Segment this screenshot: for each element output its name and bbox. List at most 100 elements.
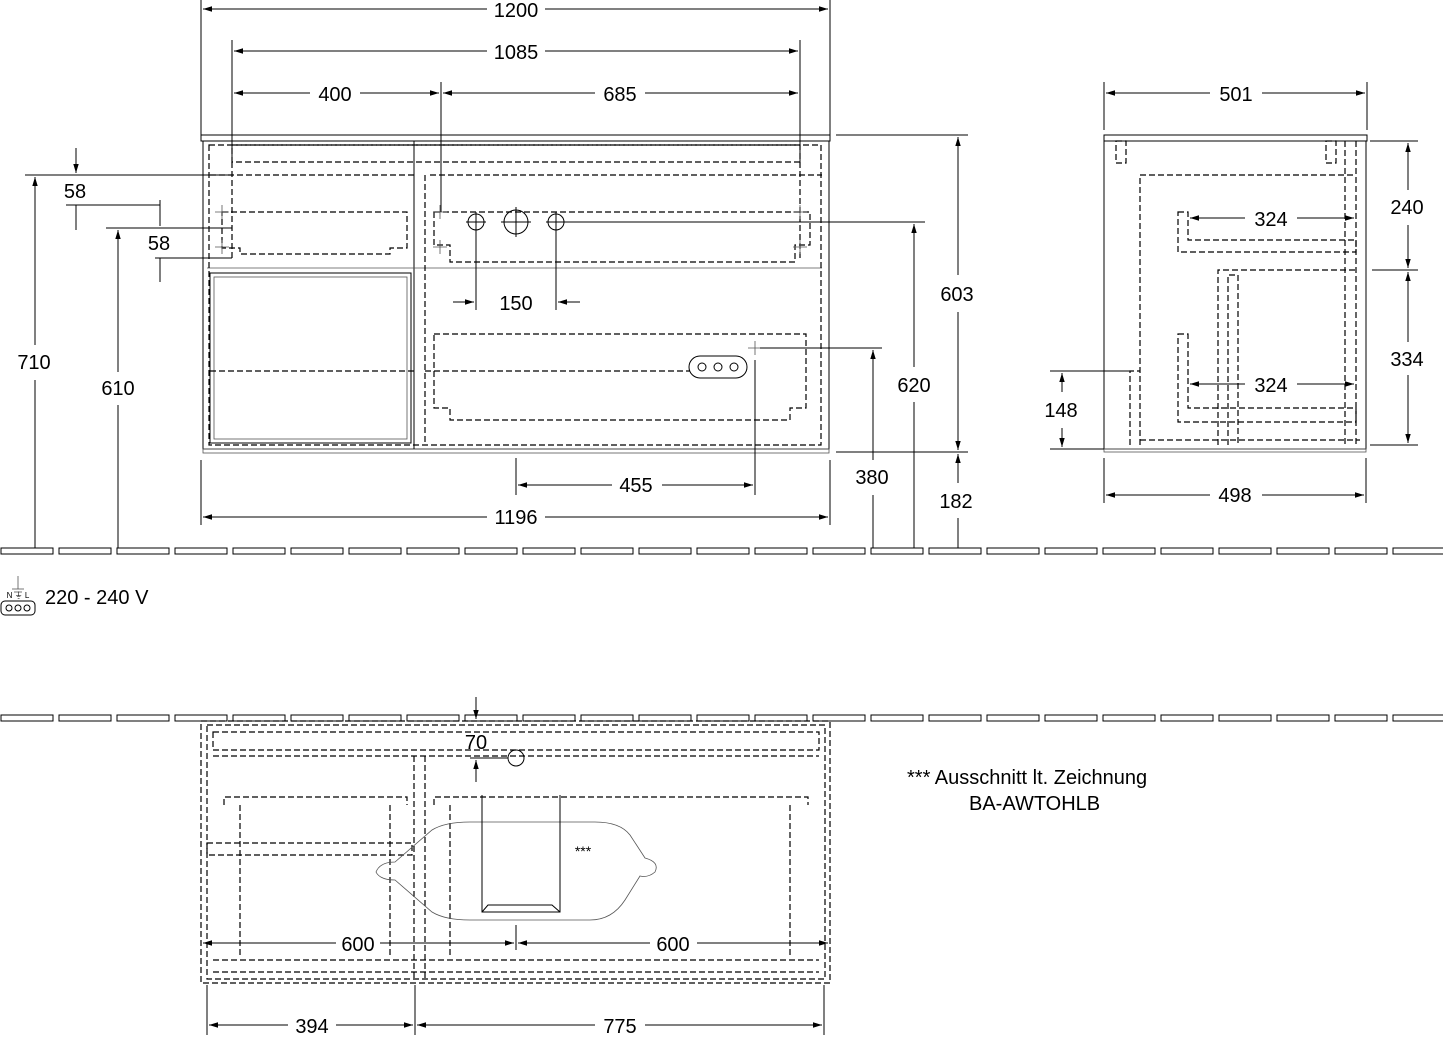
hatch-segment: [1160, 547, 1214, 555]
dim-334: 334: [1390, 349, 1423, 371]
cutout-marker: ***: [575, 843, 592, 859]
hatch-segment: [406, 547, 460, 555]
dim-603: 603: [940, 284, 973, 306]
top-dimensions: [203, 697, 828, 1035]
dim-240: 240: [1390, 197, 1423, 219]
dim-610: 610: [101, 378, 134, 400]
cutout-shape: [375, 821, 657, 921]
mounting-cross-icons: [215, 205, 807, 254]
hatch-segment: [232, 714, 286, 722]
dim-148: 148: [1044, 400, 1077, 422]
cabinet-base: [202, 448, 830, 454]
dim-70: 70: [465, 732, 487, 754]
dim-498: 498: [1218, 485, 1251, 507]
dim-600-right: 600: [656, 934, 689, 956]
hatch-segment: [174, 714, 228, 722]
hatch-segment: [464, 714, 518, 722]
note-line-1: *** Ausschnitt lt. Zeichnung: [907, 767, 1147, 789]
floor-line-front: [0, 547, 1443, 555]
top-outline: [200, 720, 831, 984]
drain-icon: [507, 749, 525, 767]
dim-685: 685: [603, 84, 636, 106]
hatch-segment: [1392, 547, 1443, 555]
hatch-segment: [174, 547, 228, 555]
worktop: [200, 134, 831, 142]
hatch-segment: [696, 547, 750, 555]
hatch-segment: [1160, 714, 1214, 722]
wall-line-top: [0, 714, 1443, 722]
socket-icon: [688, 355, 748, 379]
hatch-segment: [348, 547, 402, 555]
socket-symbol-icon: [0, 576, 36, 616]
terminal-labels: N ⏚ L: [7, 591, 30, 600]
lower-right-drawer-hidden: [433, 333, 807, 421]
hatch-segment: [754, 547, 808, 555]
dim-501: 501: [1219, 84, 1252, 106]
hatch-segment: [116, 714, 170, 722]
dim-400: 400: [318, 84, 351, 106]
hatch-segment: [522, 547, 576, 555]
note-line-2: BA-AWTOHLB: [969, 793, 1100, 815]
dim-324-lower: 324: [1254, 375, 1287, 397]
hatch-segment: [116, 547, 170, 555]
dim-710: 710: [17, 352, 50, 374]
hatch-segment: [0, 714, 54, 722]
hatch-segment: [580, 547, 634, 555]
hatch-segment: [1392, 714, 1443, 722]
tap-hole-center-icon: [501, 207, 531, 237]
hatch-segment: [406, 714, 460, 722]
hatch-segment: [1334, 714, 1388, 722]
dim-58-second: 58: [148, 233, 170, 255]
hatch-segment: [1102, 714, 1156, 722]
socket-cross-icon: [748, 341, 762, 355]
lower-left-drawer: [209, 272, 412, 444]
dim-455: 455: [619, 475, 652, 497]
hatch-segment: [348, 714, 402, 722]
dim-324-upper: 324: [1254, 209, 1287, 231]
hatch-segment: [0, 547, 54, 555]
hatch-segment: [580, 714, 634, 722]
front-view: [200, 134, 831, 454]
hatch-segment: [1044, 547, 1098, 555]
dim-600-left: 600: [341, 934, 374, 956]
hatch-segment: [1334, 547, 1388, 555]
hatch-segment: [58, 547, 112, 555]
hatch-segment: [870, 714, 924, 722]
hatch-segment: [58, 714, 112, 722]
hatch-segment: [1102, 547, 1156, 555]
hatch-segment: [232, 547, 286, 555]
tap-hole-left-icon: [466, 212, 486, 232]
hatch-segment: [522, 714, 576, 722]
dim-1196: 1196: [494, 507, 537, 529]
hatch-segment: [812, 714, 866, 722]
side-worktop: [1103, 134, 1368, 142]
dim-1200: 1200: [494, 0, 539, 22]
hatch-segment: [638, 714, 692, 722]
hatch-segment: [812, 547, 866, 555]
dim-150: 150: [499, 293, 532, 315]
side-cabinet-body: [1103, 140, 1367, 450]
upper-left-drawer-hidden: [221, 211, 408, 255]
side-dimensions: [1050, 82, 1418, 503]
hatch-segment: [290, 714, 344, 722]
top-rail-hidden: [231, 144, 801, 163]
hatch-segment: [696, 714, 750, 722]
hatch-segment: [986, 547, 1040, 555]
dim-380: 380: [855, 467, 888, 489]
dim-1085: 1085: [494, 42, 539, 64]
hatch-segment: [1276, 714, 1330, 722]
hatch-segment: [928, 547, 982, 555]
side-upper-drawer: [1177, 211, 1357, 253]
upper-right-drawer-hidden: [433, 211, 811, 263]
dim-182: 182: [939, 491, 972, 513]
side-lower-drawer: [1177, 333, 1357, 423]
hatch-segment: [870, 547, 924, 555]
voltage-label: 220 - 240 V: [45, 587, 149, 609]
hatch-segment: [464, 547, 518, 555]
hatch-segment: [986, 714, 1040, 722]
dim-775: 775: [603, 1016, 636, 1038]
hatch-segment: [754, 714, 808, 722]
side-view: [1103, 134, 1368, 453]
front-dimensions: [25, 0, 968, 548]
